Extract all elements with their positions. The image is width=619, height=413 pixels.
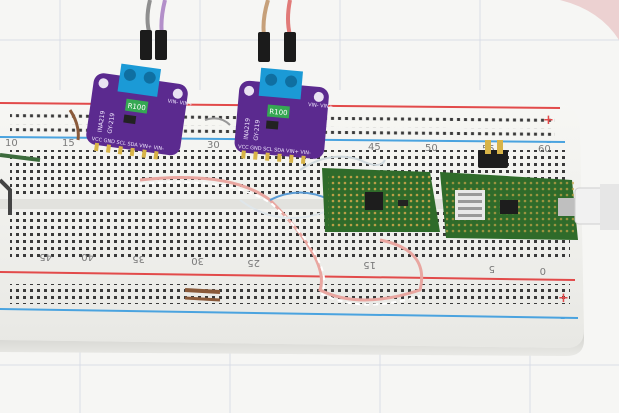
bottom-number-0: 0 (540, 265, 546, 276)
mcu-chip (365, 192, 383, 210)
screw-icon (285, 75, 298, 88)
dupont-connectors (140, 30, 296, 62)
screw-icon (143, 71, 156, 84)
left-edge-black-wire (0, 178, 12, 215)
bottom-number-30: 30 (191, 255, 204, 266)
board-label: GY-219 (107, 112, 117, 134)
bottom-number-15: 15 (363, 259, 376, 270)
chip-label: INA219 (243, 118, 252, 141)
dupont-connector-3 (258, 32, 270, 62)
bottom-blue-rail-line (0, 308, 579, 319)
header-pin (497, 140, 503, 154)
bottom-minus-marker: - (560, 311, 565, 326)
center-channel (0, 199, 570, 209)
ina219-module-left: R100 INA219 GY-219 VIN- VIN+ VCC GND SCL… (86, 63, 193, 160)
copper-lead-left (68, 109, 80, 141)
bottom-number-5: 5 (489, 263, 495, 274)
ina219-module-right: R100 INA219 GY-219 VIN- VIN+ VCC GND SCL… (234, 67, 333, 164)
shunt-label: R100 (127, 102, 146, 112)
dupont-connector-1 (140, 30, 152, 60)
bottom-number-35: 35 (132, 253, 145, 264)
chip-label: INA219 (97, 110, 107, 133)
small-ic (398, 200, 408, 206)
dupont-wire-red (286, 0, 292, 36)
grey-jumper-wire (299, 155, 386, 171)
bottom-number-25: 25 (247, 257, 260, 268)
screw-icon (123, 68, 136, 81)
bottom-number-40: 40 (81, 251, 94, 262)
white-jumper-wire (239, 199, 331, 219)
top-number-30: 30 (207, 140, 220, 151)
module-pcb (234, 80, 329, 159)
terminal-label: VIN- VIN+ (308, 102, 333, 110)
bottom-rail-holes-2 (10, 296, 570, 304)
shunt-resistor (266, 104, 290, 119)
left-edge-green-wire (0, 153, 41, 162)
top-number-10: 10 (5, 138, 18, 149)
bottom-plus-marker: + (558, 291, 569, 306)
green-mcu-board (322, 168, 440, 232)
silver-lead (204, 117, 231, 126)
green-usb-board (440, 140, 580, 240)
top-plus-marker: + (543, 113, 554, 128)
usb-cable (574, 184, 619, 230)
shunt-label: R100 (269, 108, 288, 118)
ina-chip (265, 120, 279, 130)
top-number-60: 60 (538, 144, 551, 155)
top-number-45: 45 (368, 142, 381, 153)
mount-hole-icon (98, 78, 109, 89)
board-label: GY-219 (253, 119, 262, 141)
mount-hole-icon (244, 85, 255, 96)
resistor-lead-bottom (184, 288, 221, 294)
ina-chip (123, 114, 137, 125)
terminal-label: VIN- VIN+ (167, 98, 192, 107)
twisted-pair-wire-white (139, 181, 421, 306)
bottom-rail-holes-1 (10, 284, 570, 292)
dupont-connector-2 (155, 30, 167, 60)
twisted-pair-wire-pink (139, 176, 424, 302)
bottom-red-rail-line (0, 271, 576, 281)
top-number-50: 50 (425, 143, 438, 154)
shunt-resistor (124, 98, 149, 114)
module-pcb (86, 73, 188, 156)
mount-hole-icon (172, 88, 183, 99)
mount-hole-icon (313, 91, 324, 102)
jumper-header (478, 150, 508, 168)
dupont-connector-4 (284, 32, 296, 62)
top-number-15: 15 (62, 138, 75, 149)
bottom-number-45: 45 (39, 251, 52, 262)
resistor-lead-bottom-2 (184, 296, 221, 302)
top-minus-marker: - (546, 135, 551, 150)
screw-icon (265, 73, 278, 86)
usb-chip (500, 200, 518, 214)
header-pin (485, 140, 491, 154)
